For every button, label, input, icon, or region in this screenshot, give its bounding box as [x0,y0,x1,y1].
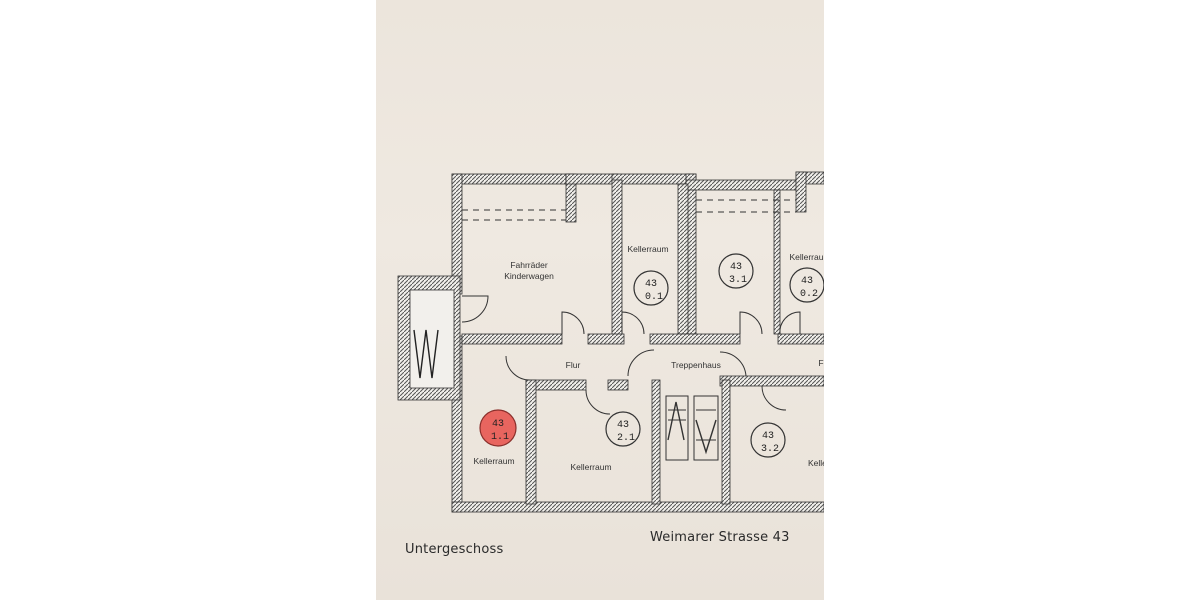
floor-label: Untergeschoss [405,542,504,557]
floor-plan-paper: Fahrräder Kinderwagen Kellerraum Kellerr… [376,0,824,600]
room-label-bikes-line2: Kinderwagen [504,271,554,281]
room-label-cellar-bottom-left: Kellerraum [473,456,514,466]
shelves [462,199,796,221]
svg-text:43: 43 [645,279,657,290]
room-label-corridor: Flur [566,360,581,370]
svg-text:0.1: 0.1 [645,292,663,303]
room-label-cut-right: F [818,358,823,368]
unit-marker-0-1: 43 0.1 [633,270,669,306]
room-label-cellar-bottom-mid: Kellerraum [570,462,611,472]
svg-text:43: 43 [617,420,629,431]
svg-text:0.2: 0.2 [800,289,818,300]
svg-text:43: 43 [730,262,742,273]
unit-marker-3-1: 43 3.1 [718,253,754,289]
doors [461,295,801,415]
svg-text:43: 43 [762,431,774,442]
unit-marker-0-2: 43 0.2 [789,267,824,303]
unit-marker-2-1: 43 2.1 [605,411,641,447]
svg-text:1.1: 1.1 [491,432,509,443]
room-label-cellar-top-right: Kellerraum [789,252,824,262]
interior-stairs [665,395,719,461]
external-stair [397,275,461,401]
svg-text:2.1: 2.1 [617,433,635,444]
unit-marker-3-2: 43 3.2 [750,422,786,458]
svg-text:43: 43 [492,419,504,430]
room-label-bikes-line1: Fahrräder [510,260,547,270]
walls [451,171,824,513]
room-label-cellar-bottom-right: Keller [808,458,824,468]
floor-plan: Fahrräder Kinderwagen Kellerraum Kellerr… [397,171,824,513]
unit-marker-1-1-highlighted: 43 1.1 [479,409,517,447]
svg-text:3.1: 3.1 [729,275,747,286]
room-label-cellar-top-left: Kellerraum [627,244,668,254]
address-label: Weimarer Strasse 43 [650,530,790,545]
svg-text:3.2: 3.2 [761,444,779,455]
svg-text:43: 43 [801,276,813,287]
room-label-stairwell: Treppenhaus [671,360,721,370]
